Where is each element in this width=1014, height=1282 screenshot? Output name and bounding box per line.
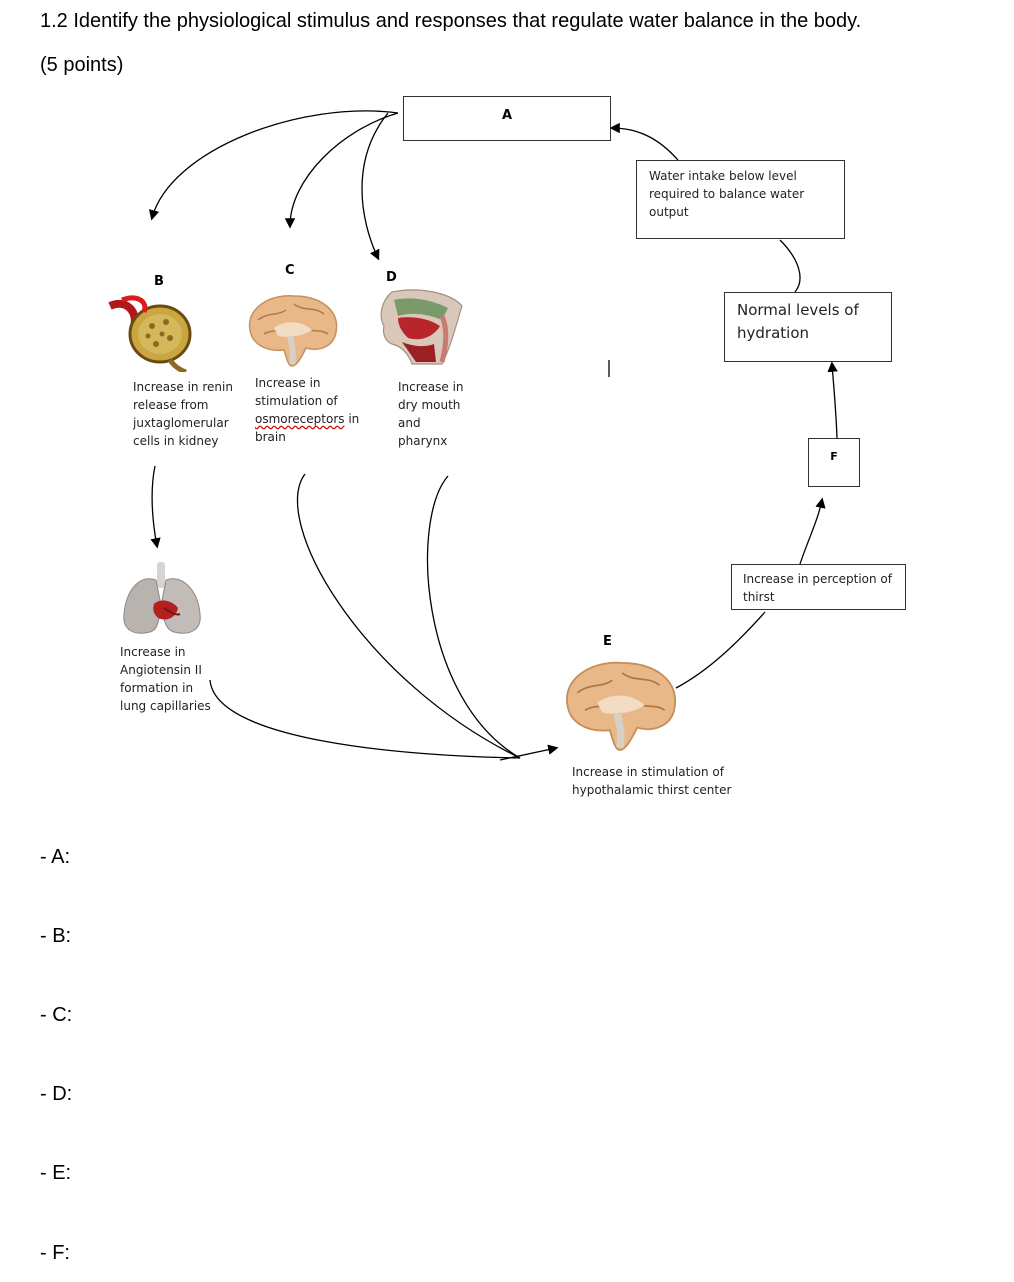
brain-icon xyxy=(248,295,338,367)
caption-c-part3: in brain xyxy=(255,412,360,444)
answer-b[interactable]: - B: xyxy=(40,925,72,947)
brain-icon xyxy=(566,661,677,751)
arrow-intake-to-a xyxy=(609,122,679,161)
letter-d: D xyxy=(386,270,397,285)
line-mouth-to-e xyxy=(426,475,521,759)
arrow-a-to-d xyxy=(361,112,389,261)
line-lungs-to-e xyxy=(209,679,521,759)
arrow-f-to-hydration xyxy=(827,361,838,439)
caption-dry-mouth: Increase in dry mouth and pharynx xyxy=(398,380,464,448)
box-water-intake: Water intake below level required to bal… xyxy=(636,160,845,239)
answer-a[interactable]: - A: xyxy=(40,846,71,868)
line-e-to-perception xyxy=(675,611,766,689)
mouth-pharynx-icon xyxy=(380,289,463,365)
answer-c[interactable]: - C: xyxy=(40,1004,73,1026)
letter-c: C xyxy=(285,263,295,278)
answer-e[interactable]: - E: xyxy=(40,1162,72,1184)
box-a: A xyxy=(403,96,611,141)
arrow-kidney-to-lungs xyxy=(150,465,161,549)
arrow-perception-to-f xyxy=(799,497,826,565)
question-points: (5 points) xyxy=(40,54,124,76)
arrow-merge-to-e xyxy=(499,744,559,761)
box-perception-thirst: Increase in perception of thirst xyxy=(731,564,906,610)
caption-c-part1: Increase in stimulation of xyxy=(255,376,338,408)
letter-e: E xyxy=(603,634,612,649)
box-f: F xyxy=(808,438,860,487)
caption-hypothalamus: Increase in stimulation of hypothalamic … xyxy=(572,765,732,797)
arrow-a-to-c xyxy=(284,112,399,229)
lungs-icon xyxy=(123,562,201,634)
kidney-icon xyxy=(108,295,192,372)
caption-lungs: Increase in Angiotensin II formation in … xyxy=(120,645,211,713)
arrow-a-to-b xyxy=(148,110,399,221)
caption-kidney: Increase in renin release from juxtaglom… xyxy=(133,380,233,448)
answer-d[interactable]: - D: xyxy=(40,1083,73,1105)
line-intake-to-hydration xyxy=(779,239,801,293)
answer-f[interactable]: - F: xyxy=(40,1242,70,1264)
diagram-arrows xyxy=(148,110,838,761)
letter-b: B xyxy=(154,274,164,289)
caption-c-part2: osmoreceptors xyxy=(255,412,345,426)
caption-osmoreceptors: Increase in stimulation of osmoreceptors… xyxy=(255,374,373,446)
line-brain-to-e xyxy=(296,473,521,759)
box-normal-hydration: Normal levels of hydration xyxy=(724,292,892,362)
question-title: 1.2 Identify the physiological stimulus … xyxy=(40,10,862,32)
